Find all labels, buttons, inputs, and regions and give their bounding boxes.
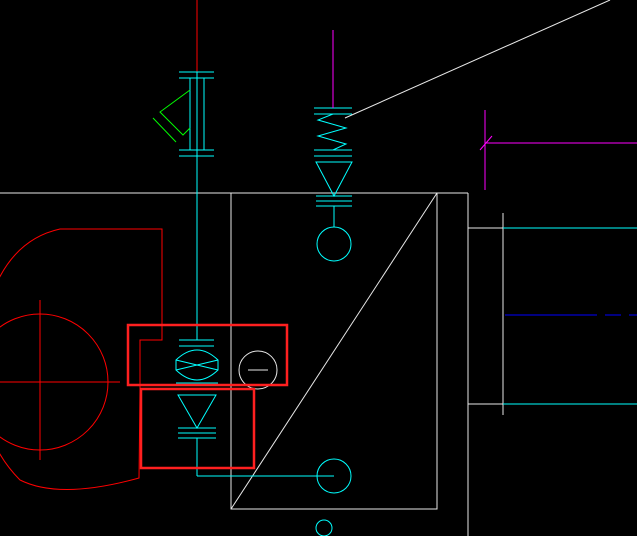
red-pump-casing[interactable] bbox=[0, 228, 163, 490]
instrument-circle-icon-bottom[interactable] bbox=[315, 519, 333, 536]
highlight-box-check-valve[interactable] bbox=[139, 387, 256, 470]
white-tank-diagonal bbox=[230, 192, 438, 510]
magenta-layer bbox=[332, 30, 637, 190]
relief-check-valve-icon[interactable] bbox=[315, 161, 353, 198]
highlight-box-valve[interactable] bbox=[126, 323, 289, 387]
red-process-layer bbox=[0, 0, 198, 490]
check-valve-icon[interactable] bbox=[177, 394, 217, 430]
white-tank-outline[interactable] bbox=[230, 192, 438, 510]
magenta-tick bbox=[479, 135, 493, 151]
white-leader-line[interactable] bbox=[344, 0, 611, 119]
highlight-layer bbox=[126, 323, 289, 470]
instrument-circle-icon-upper[interactable] bbox=[316, 226, 352, 262]
spring-icon[interactable] bbox=[316, 113, 348, 151]
y-strainer-icon[interactable] bbox=[152, 89, 191, 143]
bowtie-valve-icon[interactable] bbox=[175, 349, 219, 381]
instrument-circle-icon-lower[interactable] bbox=[316, 458, 352, 494]
gauge-circle-icon[interactable] bbox=[238, 350, 278, 390]
green-strainer-layer bbox=[152, 89, 191, 143]
cyan-pipe-layer bbox=[175, 71, 637, 536]
